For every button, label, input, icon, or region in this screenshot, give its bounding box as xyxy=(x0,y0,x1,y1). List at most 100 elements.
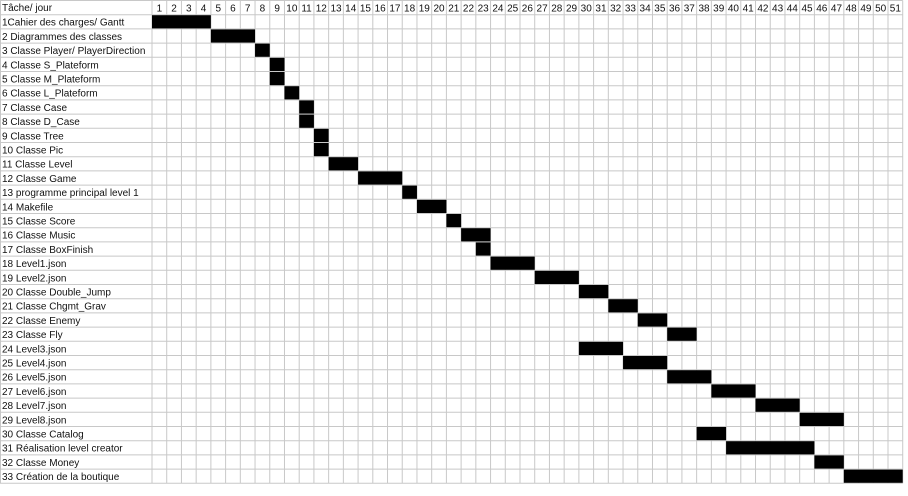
day-header: 37 xyxy=(684,4,696,15)
task-label: 31 Réalisation level creator xyxy=(2,444,123,455)
day-header: 11 xyxy=(301,4,312,15)
task-label: 25 Level4.json xyxy=(2,359,67,370)
day-header: 7 xyxy=(245,4,251,15)
day-header: 24 xyxy=(492,4,504,15)
day-header: 9 xyxy=(274,4,280,15)
header-label: Tâche/ jour xyxy=(2,3,53,14)
day-header: 1 xyxy=(157,4,163,15)
day-header: 35 xyxy=(654,4,666,15)
task-label: 23 Classe Fly xyxy=(2,330,63,341)
task-bar xyxy=(608,299,638,313)
day-header: 21 xyxy=(448,4,460,15)
day-header: 33 xyxy=(625,4,637,15)
day-header: 2 xyxy=(171,4,177,15)
day-header: 8 xyxy=(260,4,266,15)
task-label: 27 Level6.json xyxy=(2,387,67,398)
task-bar xyxy=(726,441,815,455)
task-label: 9 Classe Tree xyxy=(2,131,64,142)
task-label: 6 Classe L_Plateform xyxy=(2,89,98,100)
task-label: 15 Classe Score xyxy=(2,217,76,228)
day-header: 25 xyxy=(507,4,519,15)
day-header: 30 xyxy=(581,4,593,15)
task-label: 1Cahier des charges/ Gantt xyxy=(2,18,125,29)
day-header: 23 xyxy=(478,4,490,15)
day-header: 19 xyxy=(419,4,431,15)
task-label: 20 Classe Double_Jump xyxy=(2,288,111,299)
day-header: 26 xyxy=(522,4,534,15)
task-bar xyxy=(490,256,535,270)
task-label: 28 Level7.json xyxy=(2,401,67,412)
task-bar xyxy=(461,228,491,242)
grid-lines xyxy=(0,0,904,484)
day-header: 15 xyxy=(360,4,372,15)
task-label: 32 Classe Money xyxy=(2,458,79,469)
task-bar xyxy=(623,356,668,370)
task-label: 11 Classe Level xyxy=(2,160,72,171)
day-header: 42 xyxy=(757,4,769,15)
task-label: 10 Classe Pic xyxy=(2,146,63,157)
task-bar xyxy=(711,384,756,398)
day-header: 6 xyxy=(230,4,236,15)
day-header: 20 xyxy=(433,4,445,15)
task-label: 4 Classe S_Plateform xyxy=(2,60,99,71)
day-header: 29 xyxy=(566,4,578,15)
task-bar xyxy=(152,15,211,29)
day-header: 47 xyxy=(831,4,843,15)
task-bar xyxy=(667,327,697,341)
task-label: 22 Classe Enemy xyxy=(2,316,80,327)
task-labels: 1Cahier des charges/ Gantt 2 Diagrammes d… xyxy=(2,18,145,483)
task-label: 2 Diagrammes des classes xyxy=(2,32,122,43)
task-label: 8 Classe D_Case xyxy=(2,117,80,128)
task-bar xyxy=(210,29,256,43)
task-bar xyxy=(446,214,462,228)
task-label: 16 Classe Music xyxy=(2,231,75,242)
task-bar xyxy=(328,157,359,171)
day-header: 46 xyxy=(816,4,828,15)
task-bar xyxy=(578,285,609,299)
day-header: 17 xyxy=(389,4,401,15)
day-header: 36 xyxy=(669,4,681,15)
task-bar xyxy=(269,57,285,71)
task-bar xyxy=(843,469,903,483)
task-label: 26 Level5.json xyxy=(2,373,67,384)
day-header: 22 xyxy=(463,4,475,15)
day-header: 32 xyxy=(610,4,622,15)
task-label: 7 Classe Case xyxy=(2,103,67,114)
task-bar xyxy=(667,370,712,384)
day-header: 3 xyxy=(186,4,192,15)
day-header: 45 xyxy=(801,4,813,15)
day-header: 51 xyxy=(890,4,902,15)
task-bar xyxy=(402,185,417,199)
task-label: 21 Classe Chgmt_Grav xyxy=(2,302,106,313)
day-header: 12 xyxy=(316,4,328,15)
day-header: 14 xyxy=(345,4,357,15)
day-header: 27 xyxy=(537,4,549,15)
task-bar xyxy=(475,242,491,256)
day-header: 18 xyxy=(404,4,416,15)
day-header: 16 xyxy=(375,4,387,15)
task-label: 17 Classe BoxFinish xyxy=(2,245,93,256)
task-bar xyxy=(313,128,329,142)
day-header: 41 xyxy=(743,4,755,15)
day-header: 10 xyxy=(286,4,298,15)
day-header: 38 xyxy=(698,4,710,15)
day-header: 49 xyxy=(860,4,872,15)
task-label: 5 Classe M_Plateform xyxy=(2,75,100,86)
task-bars xyxy=(152,15,903,483)
task-label: 12 Classe Game xyxy=(2,174,77,185)
task-bar xyxy=(799,412,844,426)
day-header: 5 xyxy=(215,4,221,15)
day-header: 39 xyxy=(713,4,725,15)
task-bar xyxy=(416,199,447,213)
task-bar xyxy=(814,455,844,469)
day-header: 13 xyxy=(330,4,342,15)
day-header: 34 xyxy=(640,4,652,15)
task-label: 24 Level3.json xyxy=(2,344,67,355)
task-bar xyxy=(299,114,314,128)
task-bar xyxy=(313,143,329,157)
task-label: 33 Création de la boutique xyxy=(2,472,120,483)
task-bar xyxy=(299,100,314,114)
day-header: 40 xyxy=(728,4,740,15)
task-bar xyxy=(755,398,800,412)
